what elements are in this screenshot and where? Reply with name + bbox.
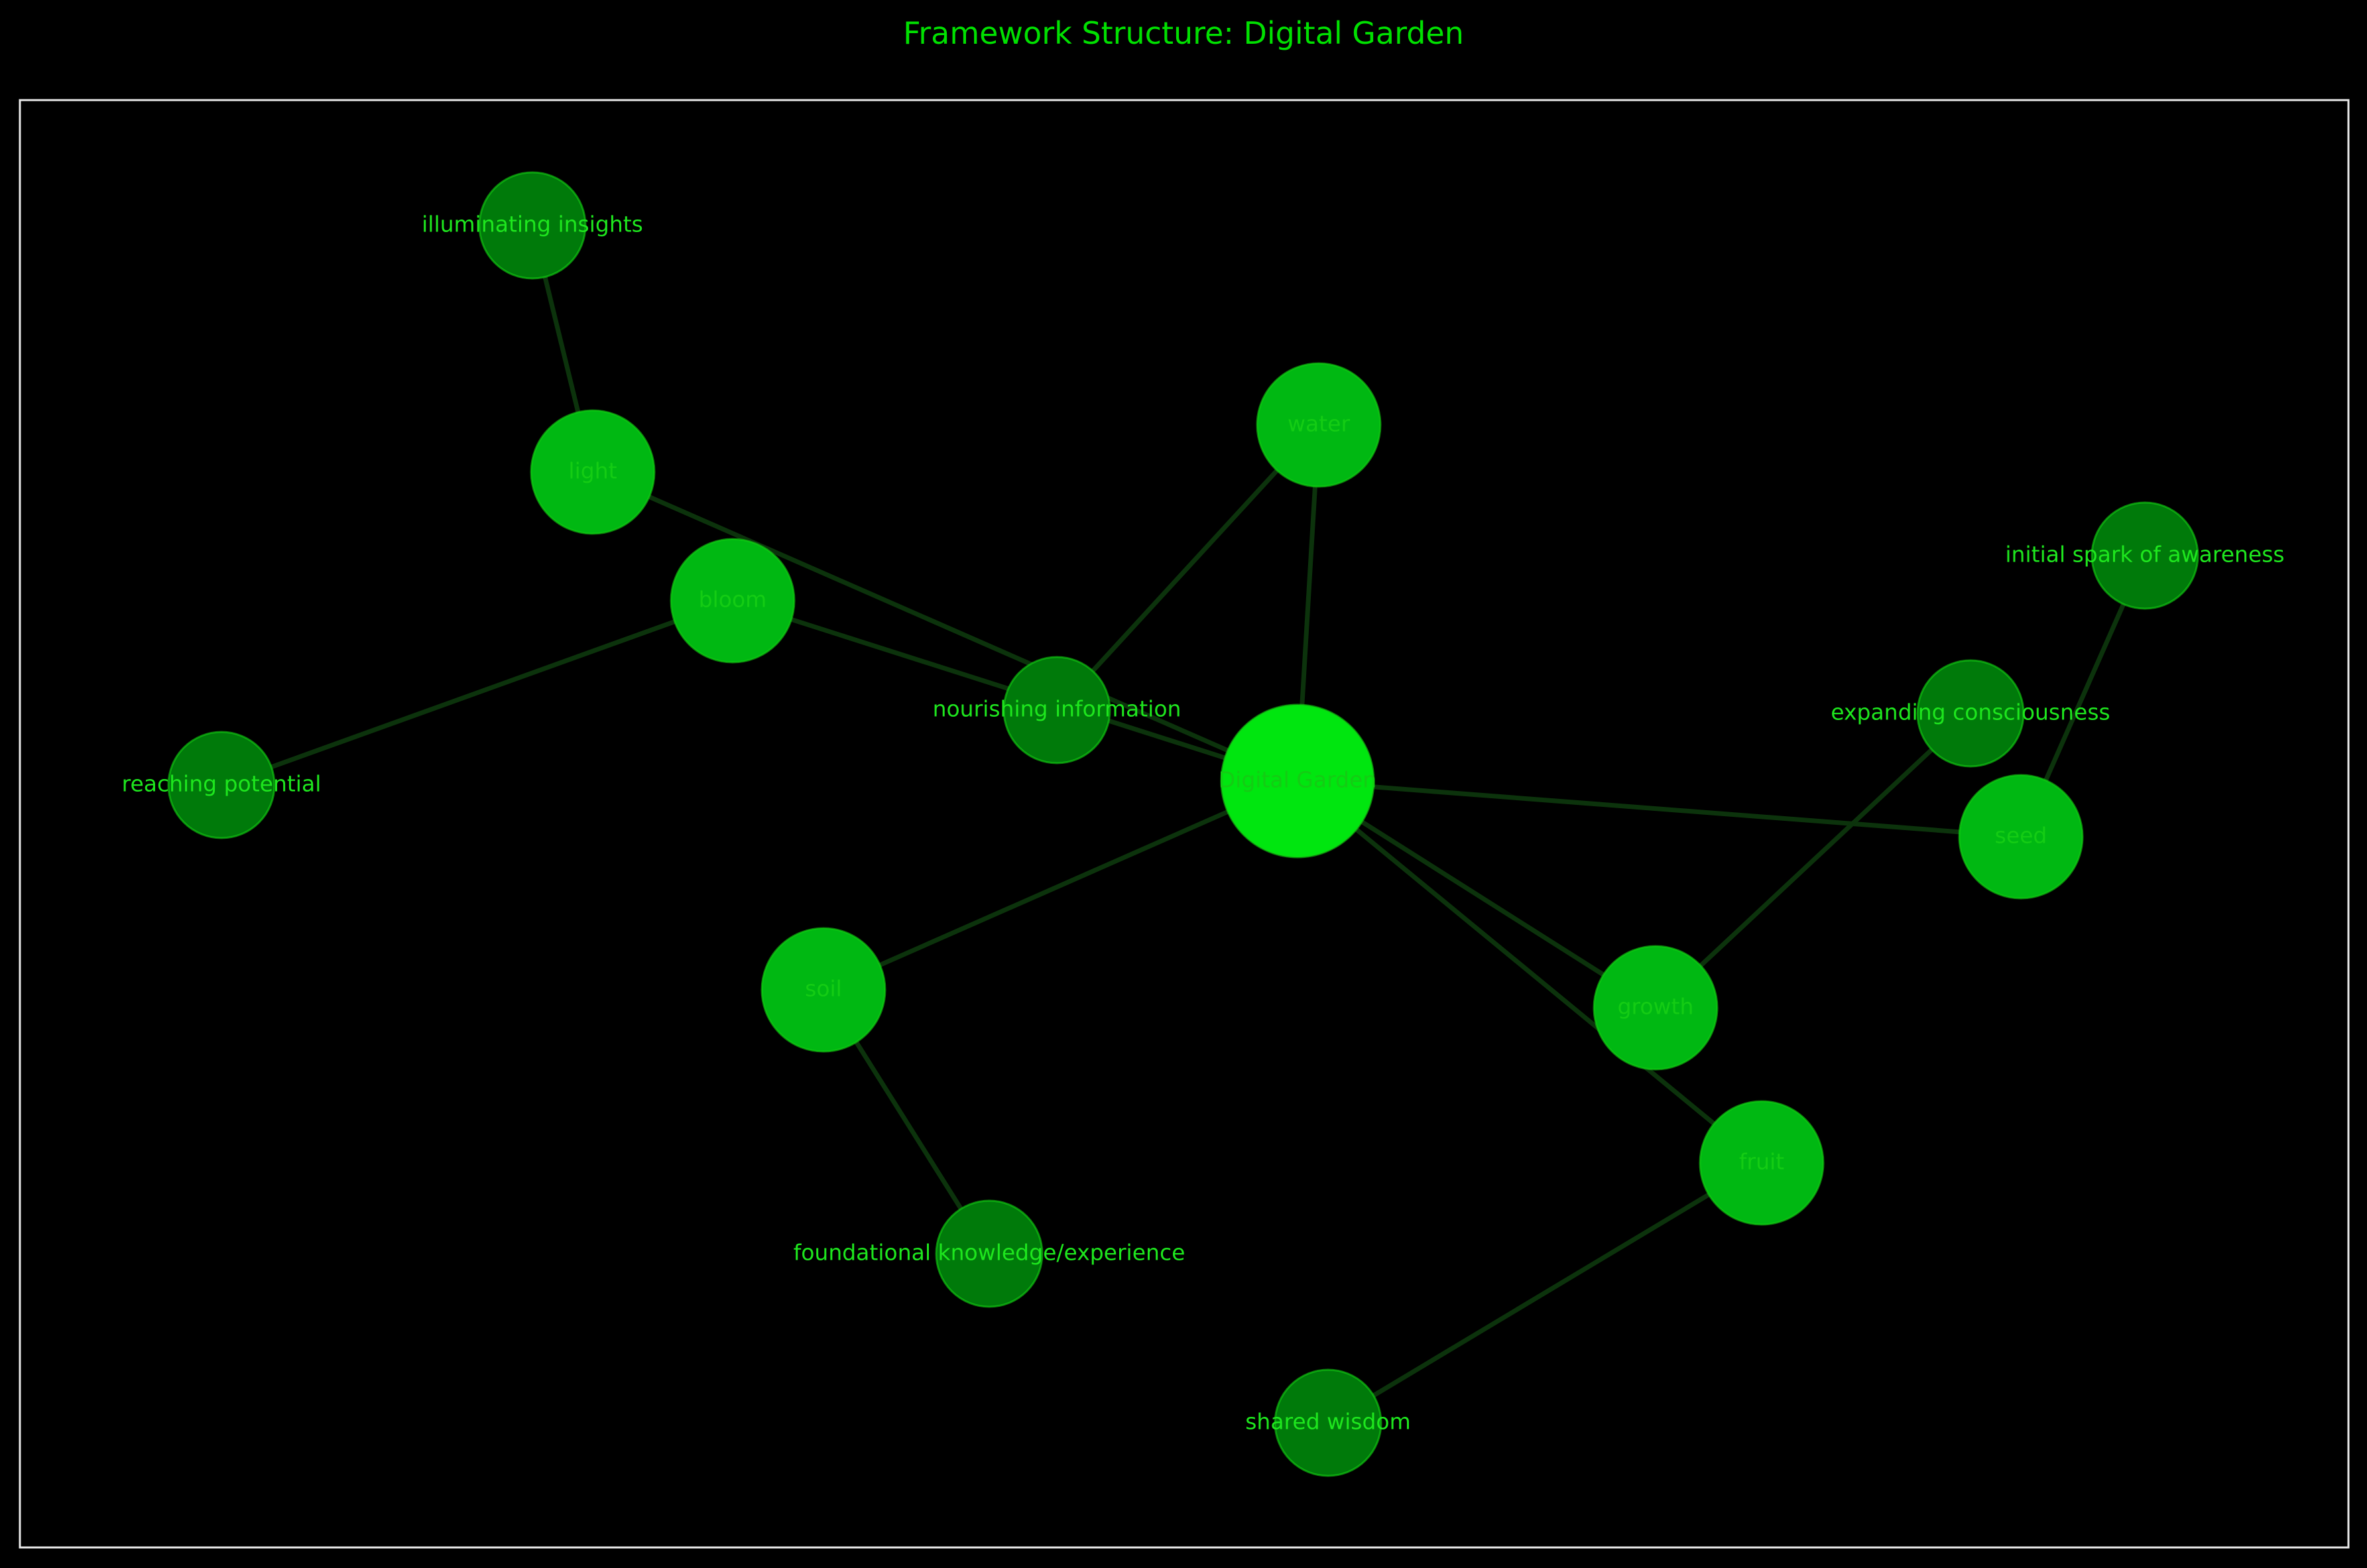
node-label-foundational-knowledge-experience: foundational knowledge/experience bbox=[794, 1240, 1185, 1266]
edge-digital-garden-to-fruit bbox=[1295, 778, 1764, 1166]
node-label-growth: growth bbox=[1618, 994, 1694, 1020]
node-label-seed: seed bbox=[1995, 823, 2047, 849]
node-label-bloom: bloom bbox=[699, 587, 767, 613]
node-label-nourishing-information: nourishing information bbox=[933, 696, 1182, 722]
node-expanding-consciousness[interactable] bbox=[1916, 659, 2025, 768]
node-nourishing-information[interactable] bbox=[1002, 656, 1111, 764]
edge-water-to-nourishing-information bbox=[1054, 422, 1321, 713]
node-water[interactable] bbox=[1256, 362, 1382, 488]
node-growth[interactable] bbox=[1593, 945, 1719, 1071]
node-shared-wisdom[interactable] bbox=[1274, 1368, 1382, 1477]
node-layer bbox=[167, 171, 2199, 1477]
node-digital-garden[interactable] bbox=[1220, 703, 1375, 859]
label-layer: Digital Garden water light bloom seed soil gro… bbox=[122, 211, 2285, 1435]
edge-digital-garden-to-soil bbox=[821, 778, 1300, 993]
edge-bloom-to-reaching-potential bbox=[219, 598, 735, 788]
node-foundational-knowledge-experience[interactable] bbox=[935, 1199, 1044, 1308]
node-light[interactable] bbox=[530, 409, 656, 535]
node-illuminating-insights[interactable] bbox=[478, 171, 587, 280]
diagram-title: Framework Structure: Digital Garden bbox=[903, 15, 1464, 51]
plot-frame bbox=[19, 99, 2350, 1549]
edge-fruit-to-shared-wisdom bbox=[1325, 1160, 1764, 1425]
node-label-illuminating-insights: illuminating insights bbox=[422, 211, 643, 237]
edge-growth-to-expanding-consciousness bbox=[1653, 711, 1973, 1010]
node-initial-spark-of-awareness[interactable] bbox=[2091, 501, 2199, 610]
node-label-fruit: fruit bbox=[1739, 1149, 1784, 1175]
node-label-water: water bbox=[1288, 411, 1350, 437]
node-label-expanding-consciousness: expanding consciousness bbox=[1831, 699, 2110, 725]
node-label-soil: soil bbox=[805, 976, 842, 1002]
edge-digital-garden-to-seed bbox=[1295, 778, 2024, 839]
node-bloom[interactable] bbox=[670, 538, 796, 664]
node-label-digital-garden: Digital Garden bbox=[1219, 767, 1376, 793]
node-label-initial-spark-of-awareness: initial spark of awareness bbox=[2005, 542, 2284, 568]
node-reaching-potential[interactable] bbox=[167, 731, 276, 839]
node-soil[interactable] bbox=[760, 927, 886, 1053]
node-fruit[interactable] bbox=[1699, 1100, 1825, 1226]
node-label-reaching-potential: reaching potential bbox=[122, 771, 322, 797]
node-seed[interactable] bbox=[1958, 774, 2084, 900]
node-label-light: light bbox=[568, 458, 617, 484]
edge-digital-garden-to-light bbox=[590, 469, 1300, 784]
node-label-shared-wisdom: shared wisdom bbox=[1245, 1409, 1411, 1435]
